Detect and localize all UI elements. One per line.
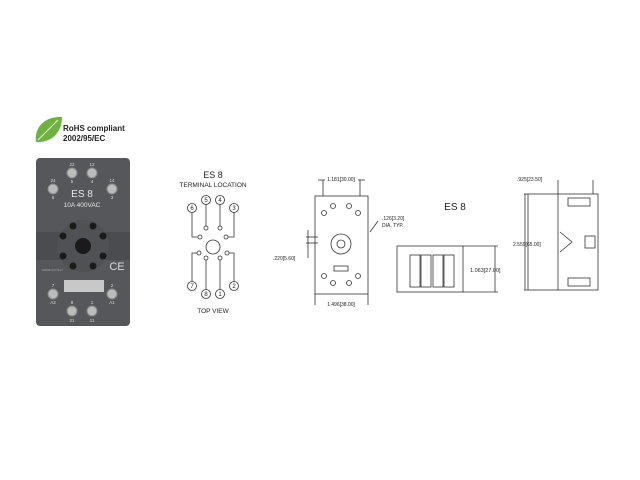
rohs-label: RoHS compliant xyxy=(63,124,125,133)
dim-front-width-top: 1.181[30.00] xyxy=(327,177,355,183)
photo-terminal-sub: 3 xyxy=(111,195,114,200)
dim-total-height: 2.559[65.00] xyxy=(513,242,541,248)
pin-label: 2 xyxy=(232,284,236,290)
photo-model: ES 8 xyxy=(71,189,93,200)
dim-front-width-bottom: 1.496[38.00] xyxy=(327,302,355,308)
pin-label: 7 xyxy=(190,284,194,290)
photo-terminal: 2 xyxy=(111,283,114,288)
photo-terminal-sub: 11 xyxy=(90,318,95,323)
dimension-drawing: 1.181[30.00] .126[3.20] DIA. TYP. .220[5… xyxy=(273,177,599,308)
photo-terminal-sub: 21 xyxy=(69,318,75,323)
photo-terminal: 22 xyxy=(69,162,75,167)
pin-label: 5 xyxy=(204,198,208,204)
front-view xyxy=(314,195,369,295)
pin-label: 3 xyxy=(232,206,236,212)
label-plate xyxy=(64,280,104,292)
pin-label: 8 xyxy=(204,292,208,298)
made-in-label: MADE IN ITALY xyxy=(42,268,63,272)
photo-terminal-sub: 4 xyxy=(91,179,94,184)
terminal-diagram-subtitle: TERMINAL LOCATION xyxy=(179,182,246,189)
dim-hole-diameter: .126[3.20] xyxy=(382,216,405,222)
photo-terminal: 14 xyxy=(109,178,115,183)
octal-socket xyxy=(57,220,109,272)
dimension-title: ES 8 xyxy=(444,202,466,213)
pin-label: 4 xyxy=(218,198,222,204)
rohs-badge: RoHS compliant 2002/95/EC xyxy=(35,116,125,143)
pin-label: 6 xyxy=(190,206,194,212)
dim-depth-top: .925[23.50] xyxy=(517,177,543,183)
rohs-directive: 2002/95/EC xyxy=(63,134,105,143)
terminal-location-diagram: ES 8 TERMINAL LOCATION 1 2 3 4 5 6 xyxy=(179,170,246,315)
photo-terminal: 24 xyxy=(50,178,56,183)
relay-socket-photo: 22 12 24 14 5 4 6 3 7 2 8 1 A2 A1 21 11 … xyxy=(36,158,130,326)
ce-mark: CE xyxy=(109,261,124,273)
dim-hole-offset: .220[5.60] xyxy=(273,256,296,262)
photo-terminal: 7 xyxy=(52,283,55,288)
photo-terminal-sub: 6 xyxy=(52,195,55,200)
dim-side-height: 1.063[27.00] xyxy=(470,268,501,274)
terminal-diagram-title: ES 8 xyxy=(203,170,223,180)
photo-rating: 10A 400VAC xyxy=(64,202,101,209)
photo-terminal: 8 xyxy=(71,300,74,305)
right-view xyxy=(524,180,599,291)
photo-terminal-sub: A2 xyxy=(50,300,56,305)
side-view xyxy=(396,245,498,293)
dim-hole-note: DIA. TYP. xyxy=(382,223,404,229)
top-view-label: TOP VIEW xyxy=(197,308,229,315)
photo-terminal: 12 xyxy=(89,162,95,167)
photo-terminal-sub: A1 xyxy=(109,300,115,305)
photo-terminal: 1 xyxy=(91,300,94,305)
pin-label: 1 xyxy=(218,292,222,298)
photo-terminal-sub: 5 xyxy=(71,179,74,184)
